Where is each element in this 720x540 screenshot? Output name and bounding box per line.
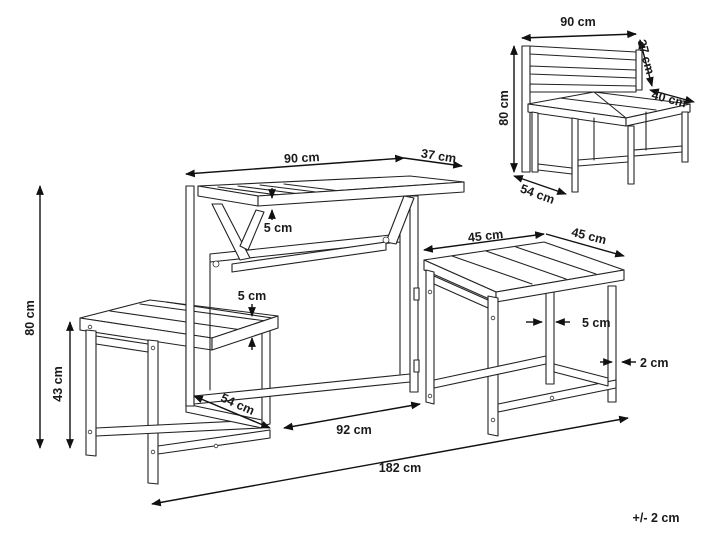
label-inset-width: 90 cm bbox=[560, 15, 595, 29]
label-tabletop-thickness: 5 cm bbox=[264, 221, 293, 235]
table-drawing bbox=[185, 175, 465, 407]
label-table-depth: 37 cm bbox=[420, 146, 457, 165]
label-right-rail: 2 cm bbox=[640, 356, 669, 370]
label-stool-gap: 92 cm bbox=[336, 423, 371, 437]
label-tolerance: +/- 2 cm bbox=[633, 511, 680, 525]
label-right-stool-depth: 45 cm bbox=[570, 225, 608, 247]
label-total-height: 80 cm bbox=[23, 300, 37, 335]
label-total-length: 182 cm bbox=[379, 461, 421, 475]
right-stool-drawing bbox=[423, 241, 625, 437]
label-inset-depth: 54 cm bbox=[518, 182, 556, 207]
label-seat-height: 43 cm bbox=[51, 366, 65, 401]
label-right-stool-width: 45 cm bbox=[467, 227, 504, 245]
label-right-leg-width: 5 cm bbox=[582, 316, 611, 330]
dimension-lines bbox=[36, 30, 695, 507]
label-table-width: 90 cm bbox=[284, 150, 320, 166]
inset-bench-drawing bbox=[521, 45, 691, 193]
label-inset-height: 80 cm bbox=[497, 90, 511, 125]
label-stool-slat-thickness: 5 cm bbox=[238, 289, 267, 303]
